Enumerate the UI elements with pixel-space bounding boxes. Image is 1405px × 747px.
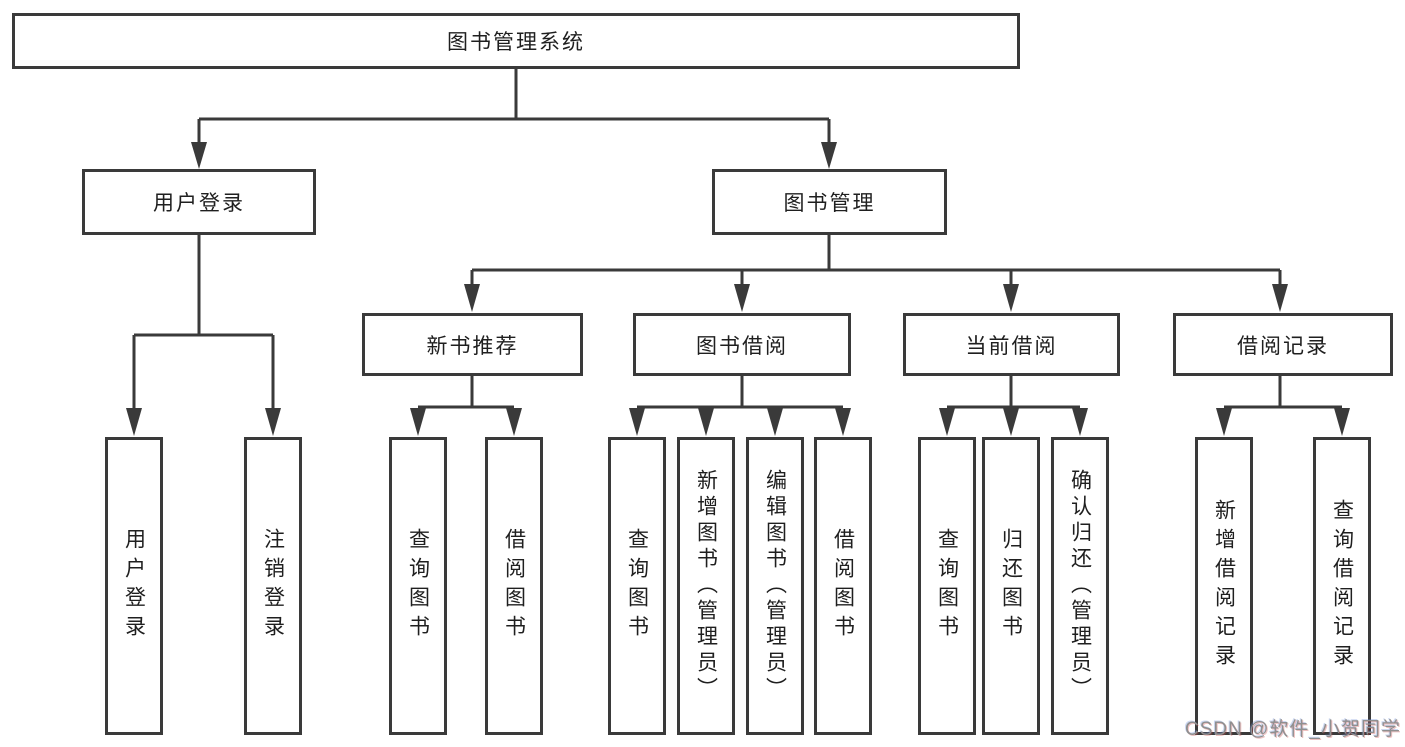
- node-borrowing-records: 借阅记录: [1173, 313, 1393, 376]
- node-current-borrowing: 当前借阅: [903, 313, 1120, 376]
- leaf-return-book: 归还图书: [982, 437, 1040, 735]
- leaf-query-books-recommend: 查询图书: [389, 437, 447, 735]
- leaf-borrow-books-borrowing: 借阅图书: [814, 437, 872, 735]
- csdn-watermark: CSDN @软件_小贺同学: [1185, 719, 1401, 740]
- leaf-add-book-admin: 新增图书（管理员）: [677, 437, 735, 735]
- leaf-query-books-borrowing: 查询图书: [608, 437, 666, 735]
- node-new-book-recommend: 新书推荐: [362, 313, 583, 376]
- leaf-query-borrow-record: 查询借阅记录: [1313, 437, 1371, 735]
- leaf-edit-book-admin: 编辑图书（管理员）: [746, 437, 804, 735]
- leaf-confirm-return-admin: 确认归还（管理员）: [1051, 437, 1109, 735]
- node-book-borrowing: 图书借阅: [633, 313, 851, 376]
- leaf-logout: 注销登录: [244, 437, 302, 735]
- leaf-query-books-current: 查询图书: [918, 437, 976, 735]
- node-user-login: 用户登录: [82, 169, 316, 235]
- leaf-user-login: 用户登录: [105, 437, 163, 735]
- node-book-management: 图书管理: [712, 169, 947, 235]
- arrowheads: [126, 142, 1350, 436]
- node-root: 图书管理系统: [12, 13, 1020, 69]
- leaf-borrow-books-recommend: 借阅图书: [485, 437, 543, 735]
- leaf-add-borrow-record: 新增借阅记录: [1195, 437, 1253, 735]
